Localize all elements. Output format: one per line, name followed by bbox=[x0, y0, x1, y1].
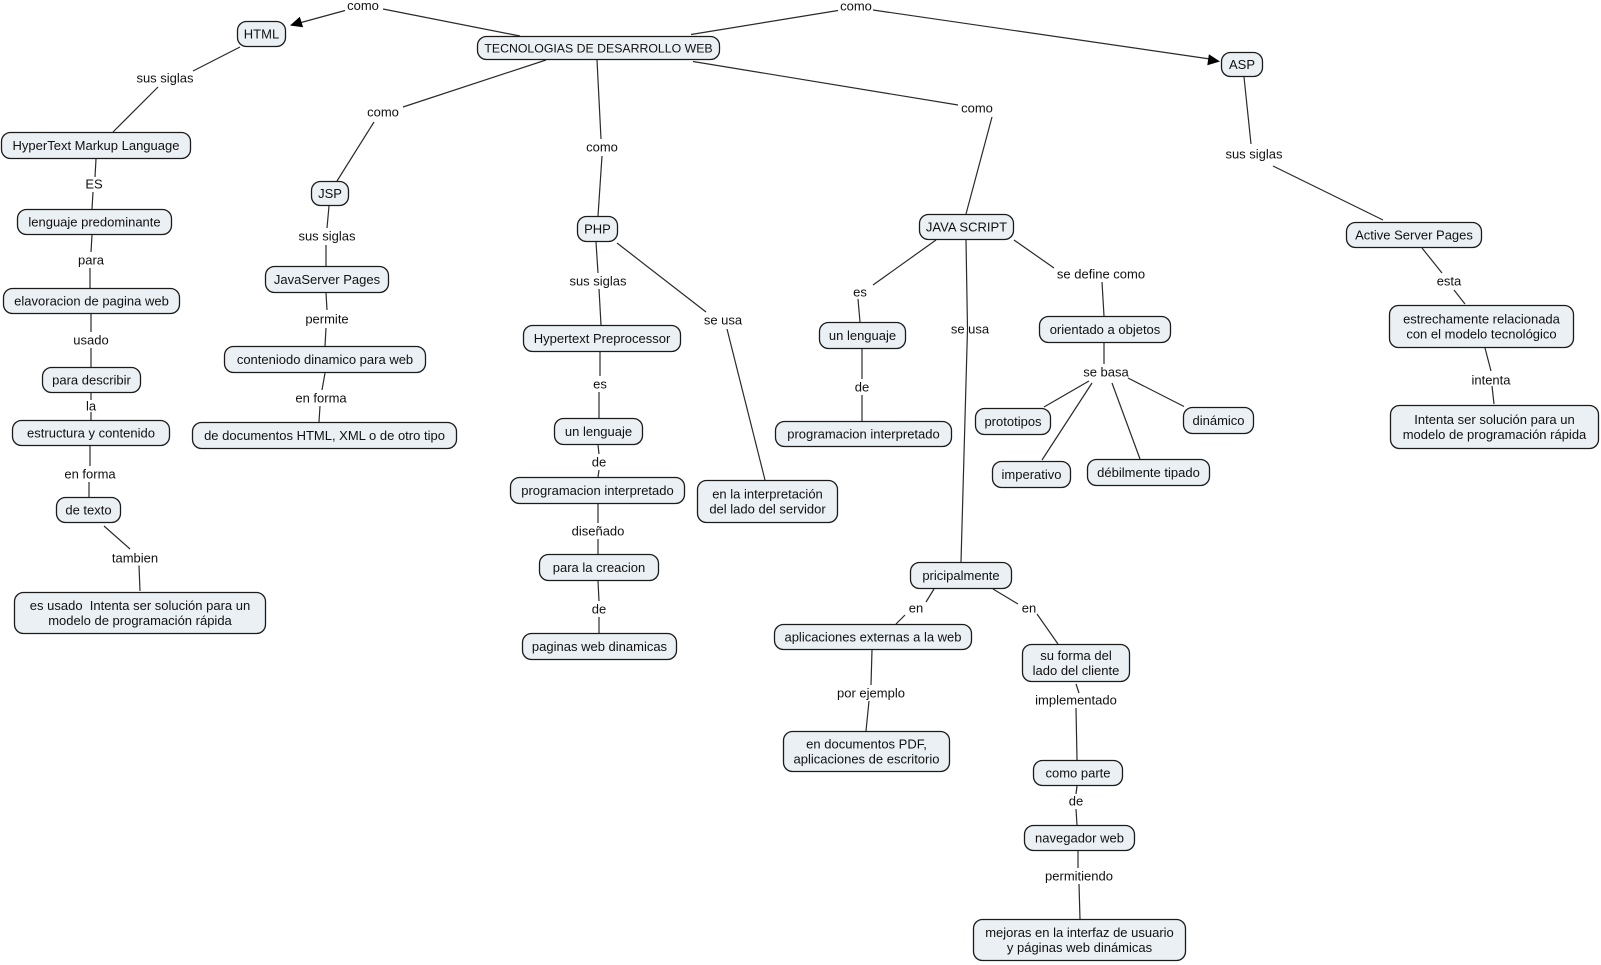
svg-text:dinámico: dinámico bbox=[1192, 413, 1244, 428]
svg-text:navegador web: navegador web bbox=[1035, 831, 1124, 846]
svg-text:ASP: ASP bbox=[1229, 57, 1255, 72]
svg-text:PHP: PHP bbox=[584, 222, 611, 237]
svg-text:modelo de programación rápida: modelo de programación rápida bbox=[1403, 427, 1587, 442]
svg-text:elavoracion de pagina web: elavoracion de pagina web bbox=[14, 294, 169, 309]
svg-text:como: como bbox=[961, 101, 993, 116]
svg-text:como parte: como parte bbox=[1045, 766, 1110, 781]
svg-text:como: como bbox=[586, 140, 618, 155]
svg-text:un lenguaje: un lenguaje bbox=[829, 328, 896, 343]
svg-text:permite: permite bbox=[305, 312, 348, 327]
svg-text:es: es bbox=[853, 285, 867, 300]
svg-text:y páginas web dinámicas: y páginas web dinámicas bbox=[1007, 940, 1153, 955]
svg-text:Hypertext Preprocessor: Hypertext Preprocessor bbox=[534, 331, 671, 346]
svg-text:para: para bbox=[78, 253, 105, 268]
svg-text:estructura y contenido: estructura y contenido bbox=[27, 426, 155, 441]
svg-text:sus siglas: sus siglas bbox=[569, 274, 627, 289]
svg-text:del lado del servidor: del lado del servidor bbox=[709, 502, 826, 517]
svg-text:JavaServer Pages: JavaServer Pages bbox=[274, 272, 381, 287]
svg-text:HyperText Markup Language: HyperText Markup Language bbox=[13, 138, 180, 153]
svg-text:Active Server Pages: Active Server Pages bbox=[1355, 228, 1473, 243]
svg-text:JAVA SCRIPT: JAVA SCRIPT bbox=[926, 220, 1007, 235]
svg-text:es: es bbox=[593, 377, 607, 392]
svg-text:HTML: HTML bbox=[244, 27, 279, 42]
svg-text:como: como bbox=[840, 0, 872, 14]
svg-text:se usa: se usa bbox=[704, 313, 743, 328]
svg-text:de: de bbox=[592, 602, 606, 617]
svg-text:diseñado: diseñado bbox=[572, 524, 625, 539]
svg-text:modelo de programación rápida: modelo de programación rápida bbox=[48, 613, 232, 628]
svg-text:permitiendo: permitiendo bbox=[1045, 869, 1113, 884]
svg-text:usado: usado bbox=[73, 333, 108, 348]
svg-text:orientado a objetos: orientado a objetos bbox=[1050, 322, 1161, 337]
svg-text:la: la bbox=[86, 399, 97, 414]
svg-text:en forma: en forma bbox=[64, 467, 116, 482]
svg-text:conteniodo dinamico para web: conteniodo dinamico para web bbox=[237, 352, 413, 367]
svg-text:Intenta ser solución para un: Intenta ser solución para un bbox=[1414, 412, 1574, 427]
svg-text:se define como: se define como bbox=[1057, 267, 1145, 282]
svg-text:paginas web dinamicas: paginas web dinamicas bbox=[532, 639, 668, 654]
svg-text:programacion interpretado: programacion interpretado bbox=[521, 483, 673, 498]
svg-text:en: en bbox=[1022, 601, 1036, 616]
svg-text:se basa: se basa bbox=[1083, 365, 1129, 380]
svg-text:en: en bbox=[909, 601, 923, 616]
svg-text:imperativo: imperativo bbox=[1002, 467, 1062, 482]
svg-text:pricipalmente: pricipalmente bbox=[922, 568, 999, 583]
svg-text:programacion interpretado: programacion interpretado bbox=[787, 427, 939, 442]
svg-text:un lenguaje: un lenguaje bbox=[565, 424, 632, 439]
svg-text:sus siglas: sus siglas bbox=[136, 71, 194, 86]
svg-text:en la interpretación: en la interpretación bbox=[712, 487, 823, 502]
svg-text:sus siglas: sus siglas bbox=[1225, 147, 1283, 162]
svg-text:lado del cliente: lado del cliente bbox=[1033, 663, 1120, 678]
svg-text:aplicaciones de escritorio: aplicaciones de escritorio bbox=[794, 752, 940, 767]
svg-text:ES: ES bbox=[85, 177, 103, 192]
svg-text:prototipos: prototipos bbox=[984, 414, 1042, 429]
svg-text:como: como bbox=[347, 0, 379, 13]
svg-text:para la creacion: para la creacion bbox=[553, 560, 646, 575]
svg-text:de texto: de texto bbox=[65, 503, 111, 518]
svg-text:en documentos PDF,: en documentos PDF, bbox=[806, 737, 927, 752]
svg-text:tambien: tambien bbox=[112, 551, 158, 566]
svg-text:débilmente tipado: débilmente tipado bbox=[1097, 465, 1200, 480]
svg-text:para describir: para describir bbox=[52, 373, 131, 388]
svg-text:aplicaciones externas a la web: aplicaciones externas a la web bbox=[784, 630, 961, 645]
svg-text:sus siglas: sus siglas bbox=[298, 229, 356, 244]
svg-text:con el modelo tecnológico: con el modelo tecnológico bbox=[1406, 327, 1556, 342]
svg-text:de: de bbox=[1069, 794, 1083, 809]
svg-text:de documentos HTML, XML o de o: de documentos HTML, XML o de otro tipo bbox=[204, 428, 445, 443]
svg-text:en forma: en forma bbox=[295, 391, 347, 406]
svg-text:TECNOLOGIAS DE DESARROLLO WEB: TECNOLOGIAS DE DESARROLLO WEB bbox=[484, 42, 712, 56]
svg-text:de: de bbox=[855, 380, 869, 395]
svg-text:por ejemplo: por ejemplo bbox=[837, 686, 905, 701]
svg-text:lenguaje predominante: lenguaje predominante bbox=[28, 215, 160, 230]
svg-text:su forma del: su forma del bbox=[1040, 648, 1112, 663]
svg-text:implementado: implementado bbox=[1035, 693, 1117, 708]
svg-text:de: de bbox=[592, 455, 606, 470]
svg-text:mejoras en la interfaz de usua: mejoras en la interfaz de usuario bbox=[985, 925, 1174, 940]
svg-text:se usa: se usa bbox=[951, 322, 990, 337]
svg-text:esta: esta bbox=[1437, 274, 1462, 289]
svg-text:JSP: JSP bbox=[318, 186, 342, 201]
svg-text:estrechamente relacionada: estrechamente relacionada bbox=[1403, 312, 1561, 327]
svg-text:como: como bbox=[367, 105, 399, 120]
svg-text:es usado Intenta ser solución: es usado Intenta ser solución para un bbox=[30, 598, 250, 613]
svg-text:intenta: intenta bbox=[1471, 373, 1511, 388]
